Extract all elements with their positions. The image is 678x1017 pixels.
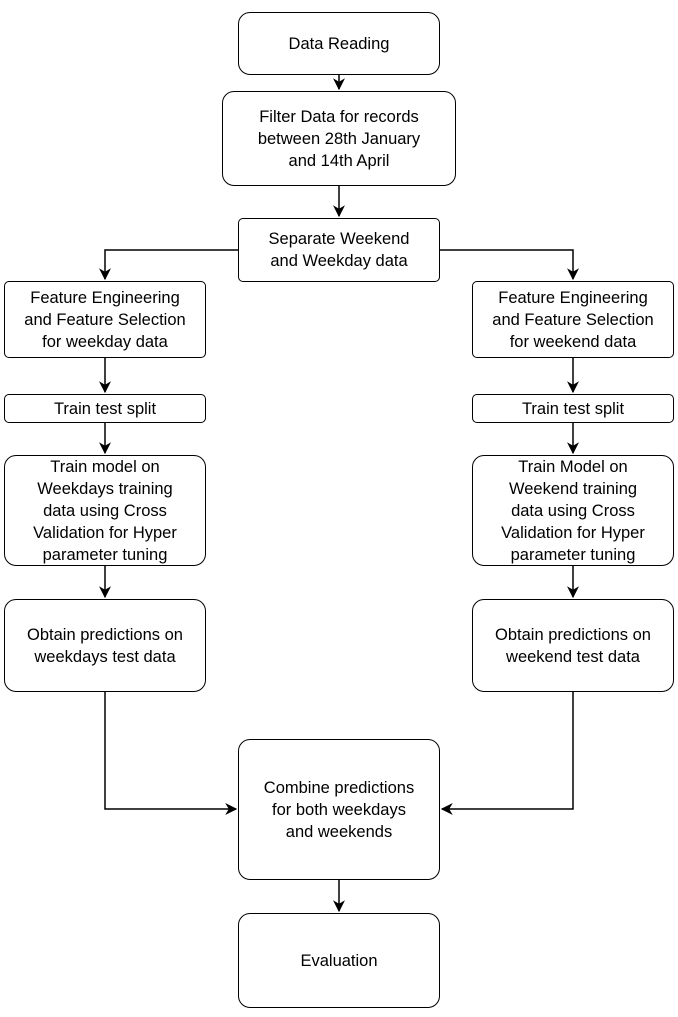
arrow-separate-to-fe-weekend: [440, 249, 579, 281]
node-train-test-split-weekday: Train test split: [4, 394, 206, 423]
node-filter-data: Filter Data for records between 28th Jan…: [222, 91, 456, 186]
node-train-model-weekday: Train model on Weekdays training data us…: [4, 455, 206, 566]
node-evaluation: Evaluation: [238, 913, 440, 1008]
arrow-separate-to-fe-weekday: [99, 249, 238, 281]
node-train-model-weekend: Train Model on Weekend training data usi…: [472, 455, 674, 566]
arrow-predict-weekend-to-combine: [440, 692, 574, 815]
node-feature-engineering-weekday: Feature Engineering and Feature Selectio…: [4, 281, 206, 358]
node-predictions-weekend: Obtain predictions on weekend test data: [472, 599, 674, 692]
node-predictions-weekday: Obtain predictions on weekdays test data: [4, 599, 206, 692]
node-train-test-split-weekend: Train test split: [472, 394, 674, 423]
arrow-predict-weekday-to-combine: [104, 692, 238, 815]
node-feature-engineering-weekend: Feature Engineering and Feature Selectio…: [472, 281, 674, 358]
node-combine-predictions: Combine predictions for both weekdays an…: [238, 739, 440, 880]
node-data-reading: Data Reading: [238, 12, 440, 75]
node-separate-data: Separate Weekend and Weekday data: [238, 218, 440, 282]
